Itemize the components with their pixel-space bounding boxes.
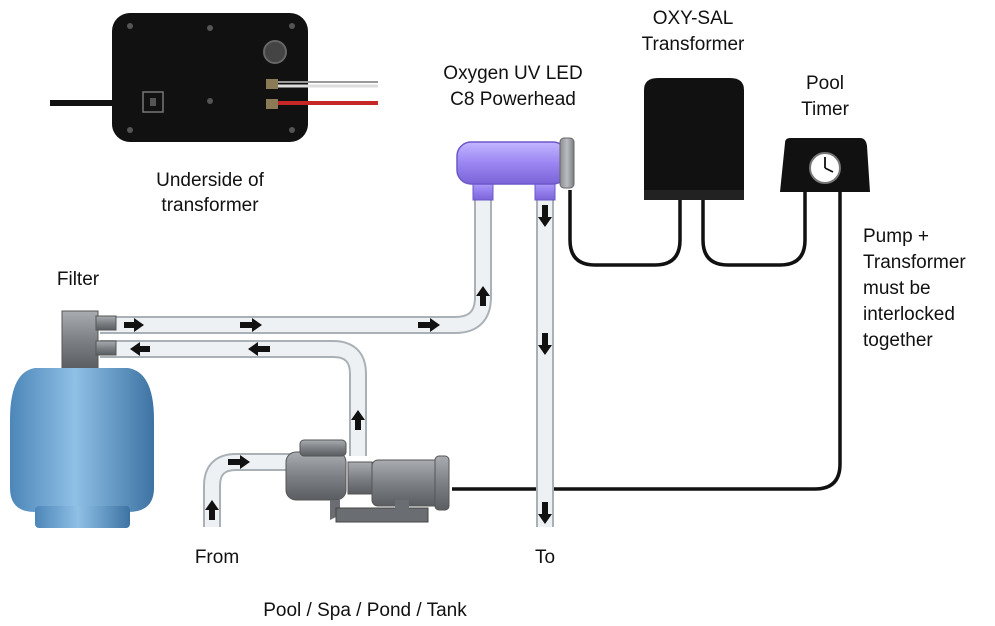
powerhead-unit [456,137,575,201]
powerhead-label-line1: Oxygen UV LED [443,63,582,84]
pump-unit [285,439,450,523]
flow-arrow-icon [124,318,144,332]
labels: Underside of transformer Oxygen UV LED C… [57,8,967,621]
flow-arrow-icon [130,342,150,356]
transformer-label-line1: OXY-SAL [653,8,734,29]
underside-label-line2: transformer [161,195,259,216]
from-label: From [195,547,239,568]
underside-label-line1: Underside of [156,170,264,191]
flow-arrow-icon [228,455,250,469]
interlock-note-line5: together [863,330,933,351]
oxy-sal-transformer [644,78,744,200]
power-cables [452,190,842,491]
pipe-filter-to-powerhead [100,198,492,334]
pool-timer [780,138,870,192]
timer-label-line1: Pool [806,73,844,94]
interlock-note-line4: interlocked [863,304,955,325]
flow-arrow-icon [476,286,490,306]
interlock-note-line3: must be [863,278,931,299]
flow-arrow-icon [351,410,365,430]
transformer-label-line2: Transformer [642,34,745,55]
transformer-underside [50,13,378,142]
flow-arrow-icon [240,318,262,332]
to-label: To [535,547,555,568]
flow-arrow-icon [248,342,270,356]
flow-arrow-icon [418,318,440,332]
flow-arrow-icon [538,502,552,524]
powerhead-label-line2: C8 Powerhead [450,89,576,110]
filter-label: Filter [57,269,100,290]
filter-unit [10,310,154,528]
interlock-note-line1: Pump + [863,226,929,247]
timer-label-line2: Timer [801,99,850,120]
interlock-note-line2: Transformer [863,252,966,273]
flow-arrow-icon [205,500,219,520]
flow-arrow-icon [538,333,552,355]
footer-label: Pool / Spa / Pond / Tank [263,600,467,621]
clock-icon [809,152,841,184]
flow-arrow-icon [538,205,552,227]
flow-arrows [124,205,552,524]
